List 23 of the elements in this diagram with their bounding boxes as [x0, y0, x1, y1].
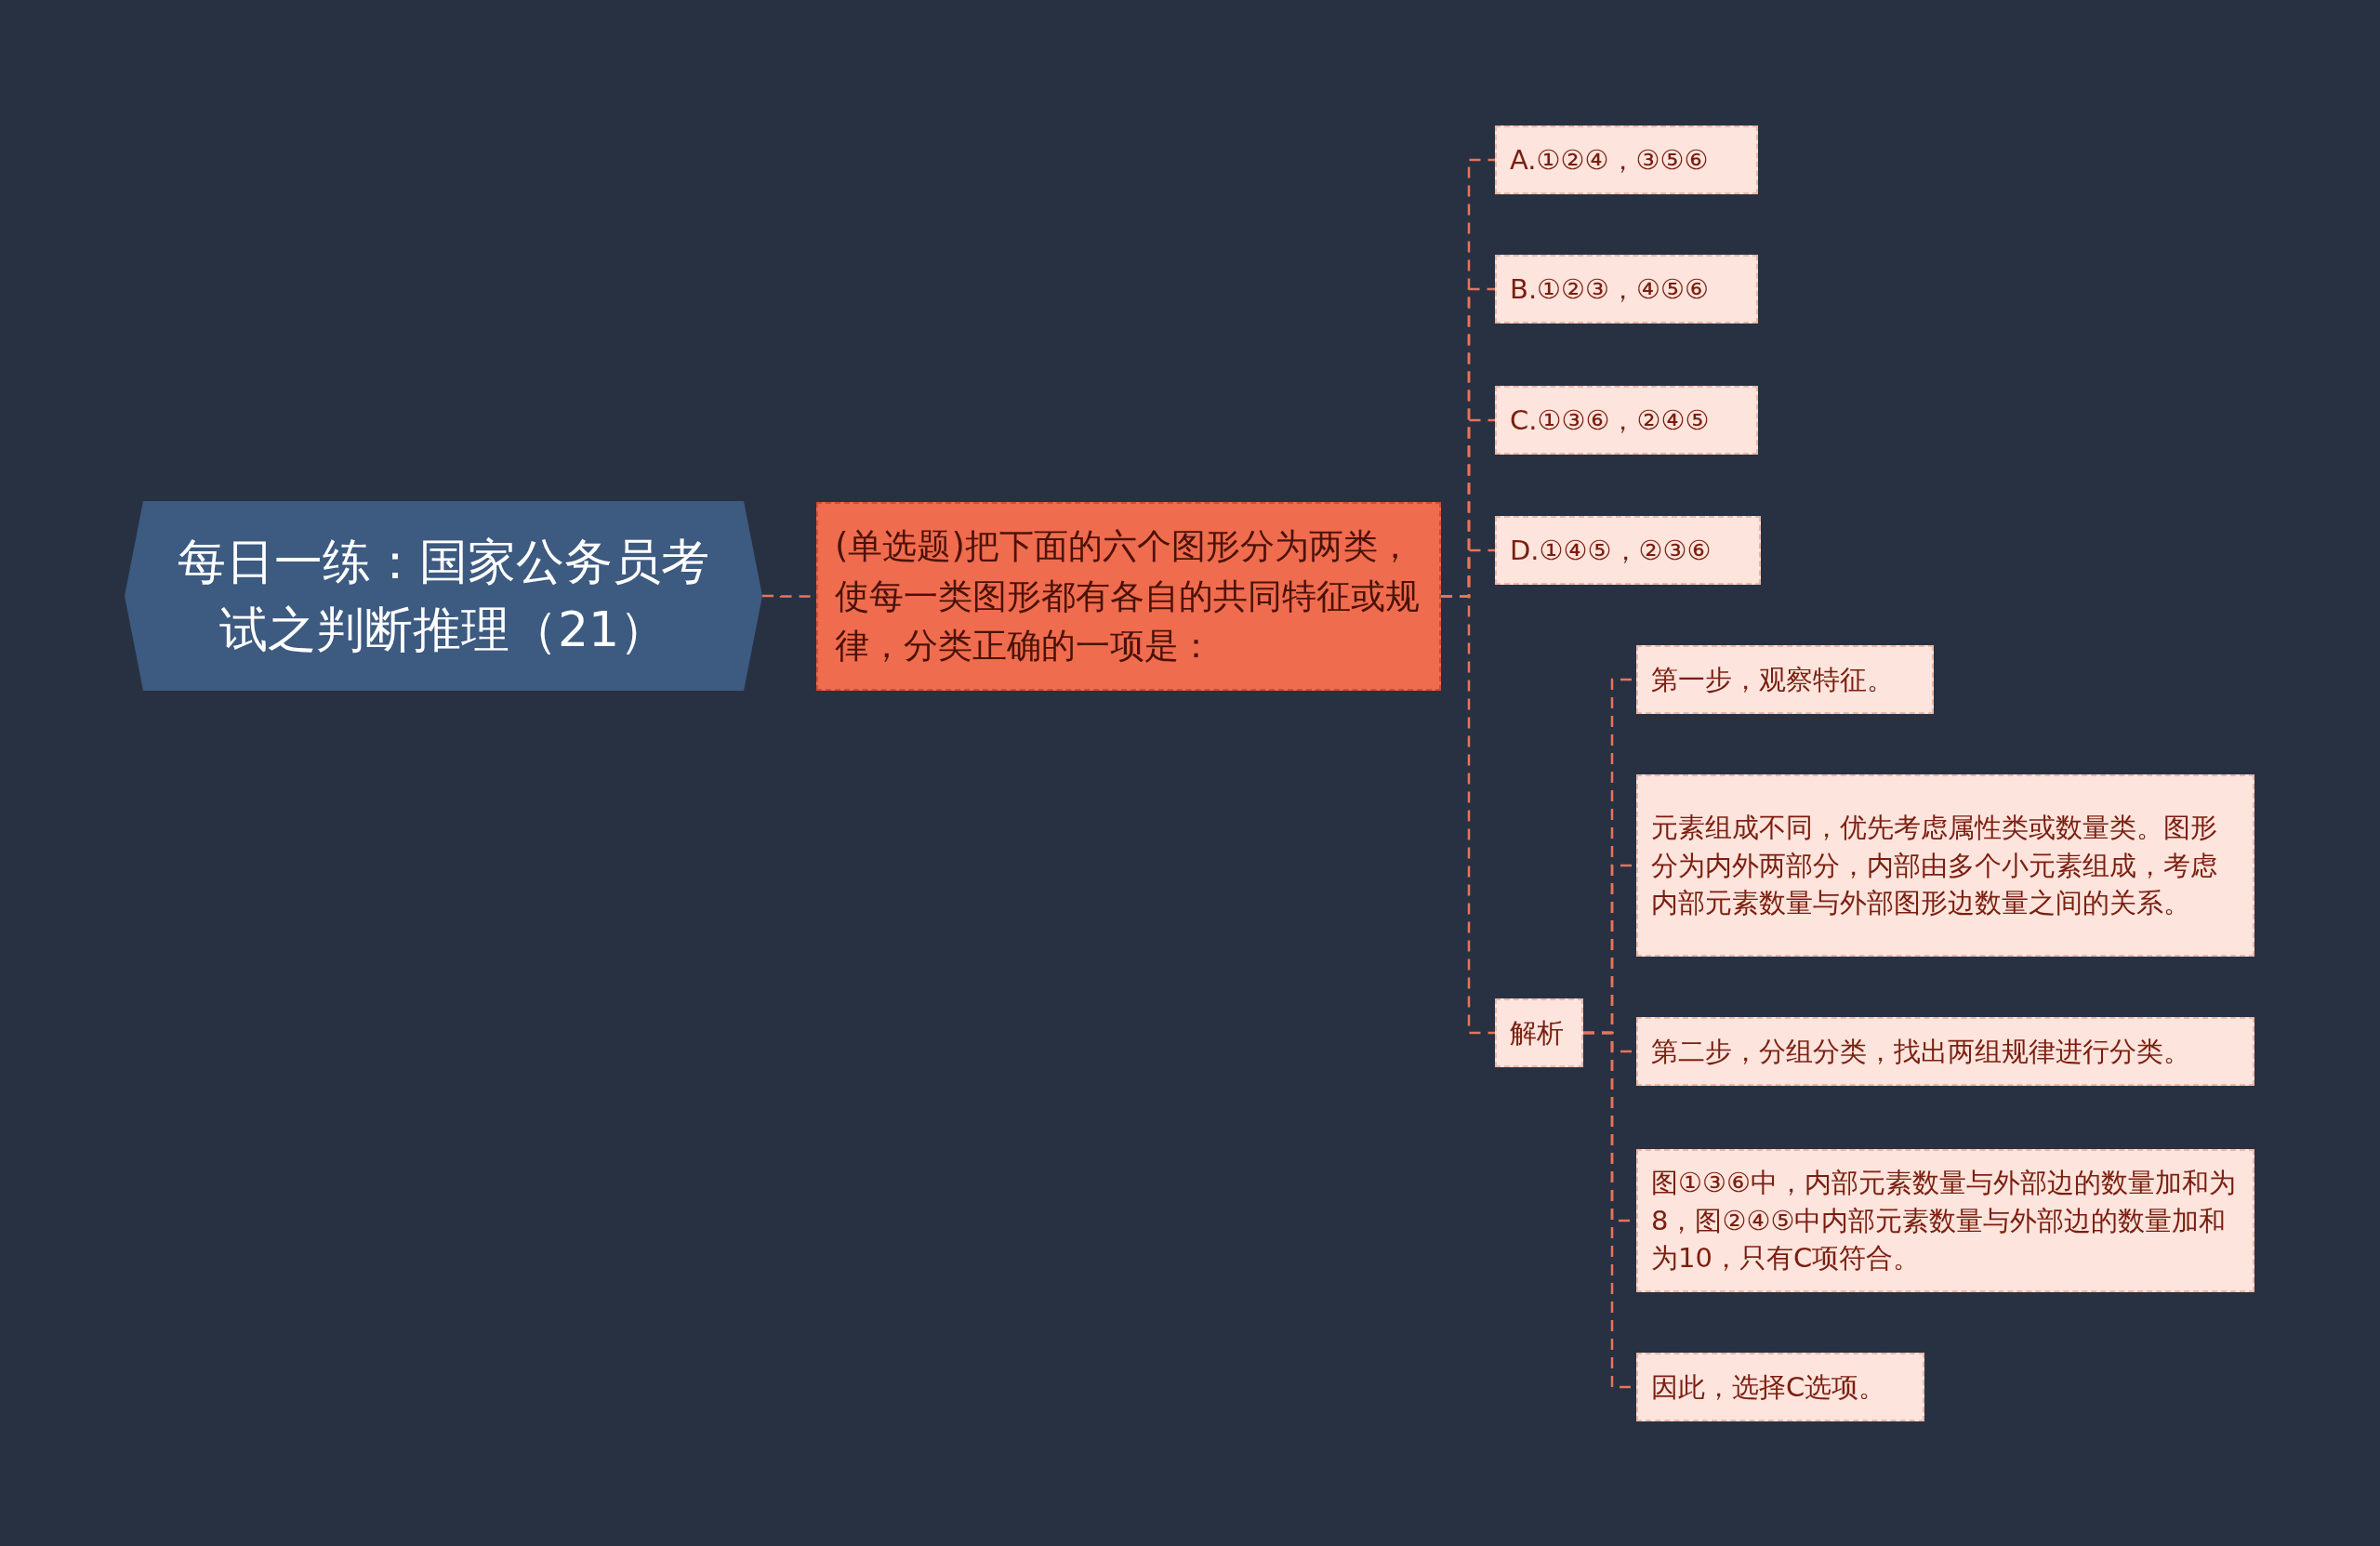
- topic-text: 元素组成不同，优先考虑属性类或数量类。图形分为内外两部分，内部由多个小元素组成，考虑内部元素数量与外部图形边数量之间的关系。: [1651, 811, 2218, 921]
- topic-box: [1495, 998, 1583, 1067]
- topic-box: [1636, 1149, 2254, 1292]
- topic-text: 解析: [1510, 1015, 1564, 1050]
- topic-box: [1495, 255, 1758, 324]
- topic-text: C.①③⑥，②④⑤: [1510, 403, 1710, 438]
- topic-box: [1636, 645, 1934, 714]
- topic-box: [1495, 386, 1758, 455]
- topic-text: 第一步，观察特征。: [1651, 662, 1894, 697]
- topic-text: D.①④⑤，②③⑥: [1510, 533, 1712, 568]
- topic-box: [1495, 516, 1761, 585]
- topic-box: [1495, 126, 1758, 194]
- topic-text: 因此，选择C选项。: [1651, 1369, 1886, 1405]
- topic-text: B.①②③，④⑤⑥: [1510, 271, 1710, 307]
- topic-box: [1636, 1353, 1924, 1421]
- topic-text: 图①③⑥中，内部元素数量与外部边的数量加和为8，图②④⑤中内部元素数量与外部边的数量加和为10，只有C项符合。: [1651, 1166, 2237, 1276]
- question-box: [816, 502, 1441, 691]
- topic-box: [1636, 774, 2254, 957]
- topic-text: (单选题)把下面的六个图形分为两类，使每一类图形都有各自的共同特征或规律，分类正确的一项是：: [835, 525, 1421, 668]
- topic-text: 每日一练：国家公务员考试之判断推理（21）: [177, 533, 710, 659]
- topic-box: [1636, 1017, 2254, 1086]
- topic-text: 第二步，分组分类，找出两组规律进行分类。: [1651, 1034, 2190, 1069]
- topic-text: A.①②④，③⑤⑥: [1510, 142, 1709, 178]
